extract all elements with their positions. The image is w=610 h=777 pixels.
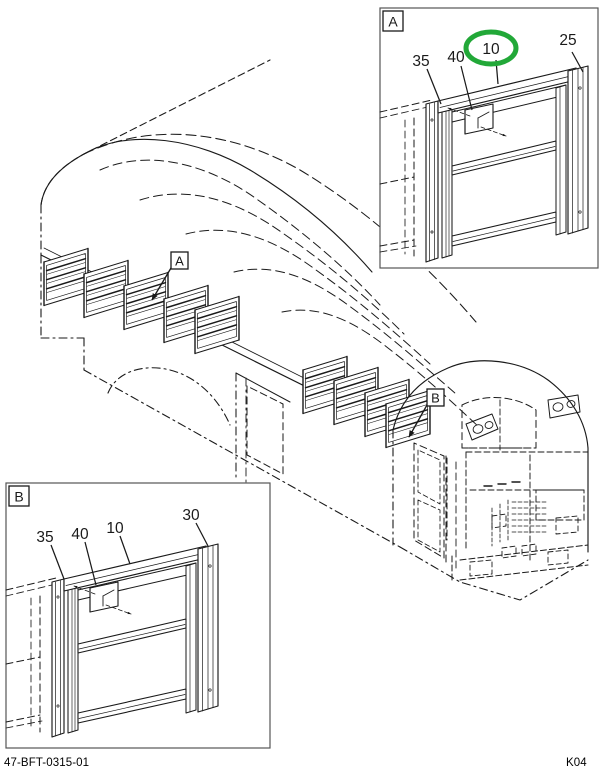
detail-a-tag-box [382,10,404,32]
main-callout-b-label: B [431,391,440,406]
bus-isometric-view [40,59,589,601]
detail-b-callout-30: 30 [182,507,200,524]
detail-panel-a: A 35 40 25 10 [379,7,599,269]
drawing-number: 47-BFT-0315-01 [4,757,90,769]
detail-a-callout-35: 35 [412,53,429,70]
detail-panel-b: B 35 40 10 30 [5,482,271,749]
detail-b-tag-box [8,485,30,507]
main-callout-a: A [151,251,189,301]
main-callout-a-label: A [175,254,184,269]
detail-b-tag-label: B [14,489,23,505]
main-callout-b: B [408,388,445,438]
highlight-ellipse-item-10 [463,29,519,67]
detail-b-callout-10: 10 [106,520,124,537]
detail-a-tag-label: A [388,14,398,30]
revision-code: K04 [566,757,587,769]
detail-a-callout-10: 10 [482,41,500,58]
detail-b-callout-40: 40 [71,526,89,543]
detail-a-callout-25: 25 [559,32,576,49]
detail-a-callout-40: 40 [447,49,465,66]
detail-b-callout-35: 35 [36,529,53,546]
